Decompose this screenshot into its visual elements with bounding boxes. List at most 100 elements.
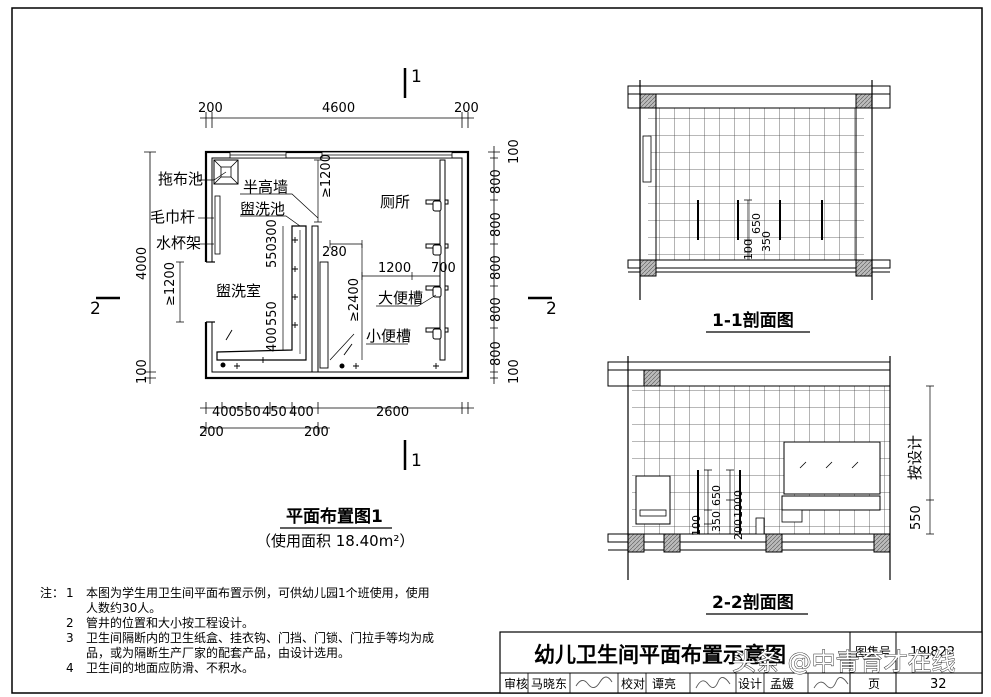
section11-dim-100: 100 xyxy=(742,239,755,260)
label-half-wall: 半高墙 xyxy=(243,178,288,196)
atlas-no: 19J822 xyxy=(910,645,955,660)
section22-dim-100: 100 xyxy=(690,515,703,536)
label-mop-sink: 拖布池 xyxy=(158,170,203,188)
dim-left-4000: 4000 xyxy=(135,247,150,280)
note-1-num: 1 xyxy=(66,586,74,600)
label-toilet-room: 厕所 xyxy=(380,193,410,211)
page-label: 页 xyxy=(868,677,880,691)
note-4-num: 4 xyxy=(66,661,74,675)
section-mark-right: 2 xyxy=(546,299,557,319)
outer-dim-lines xyxy=(144,112,500,414)
dim-right-800-2: 800 xyxy=(489,212,504,237)
section11-dim-650: 650 xyxy=(750,213,763,234)
section-2-2: 1000 650 200 350 100 按设计 550 2-2剖面图 xyxy=(607,356,934,615)
reviewer-signature xyxy=(575,676,613,688)
door-opening xyxy=(203,262,215,322)
reviewer-name: 马晓东 xyxy=(531,677,567,691)
section22-dim-1000: 1000 xyxy=(732,490,745,518)
note-1-line-1: 本图为学生用卫生间平面布置示例，可供幼儿园1个班使用，使用 xyxy=(86,585,430,600)
designer-name: 孟媛 xyxy=(770,677,794,691)
section22-dim-650: 650 xyxy=(710,485,723,506)
note-3-line-2: 品，或为隔断生产厂家的配套产品，由设计选用。 xyxy=(86,645,350,660)
section11-tiles xyxy=(648,108,864,260)
dim-2400: ≥2400 xyxy=(347,278,362,322)
section-mark-left: 2 xyxy=(90,299,101,319)
note-1-line-2: 人数约30人。 xyxy=(86,600,161,615)
checker-name: 谭亮 xyxy=(652,676,676,691)
watermark-text: 头条 @中青育才在线 xyxy=(732,648,956,676)
note-4-line-1: 卫生间的地面应防滑、不积水。 xyxy=(86,660,254,675)
dim-h1200: ≥1200 xyxy=(319,154,334,198)
plan-subtitle: （使用面积 18.40m²） xyxy=(256,532,414,550)
label-urinal-trough: 小便槽 xyxy=(366,327,411,345)
dim-700: 700 xyxy=(431,261,456,276)
dim-top-200-left: 200 xyxy=(198,101,223,116)
dim-280: 280 xyxy=(322,245,347,260)
dim-300: 300 xyxy=(265,219,280,244)
dim-1200: 1200 xyxy=(378,261,411,276)
squat-trough-partitions xyxy=(425,159,449,361)
mop-sink-fixture xyxy=(213,159,239,185)
page-no: 32 xyxy=(930,677,947,692)
title-block: 幼儿卫生间平面布置示意图 图集号 19J822 审核 马晓东 校对 谭亮 设计 … xyxy=(499,631,983,694)
review-label: 审核 xyxy=(504,676,528,691)
section22-dim-350: 350 xyxy=(710,511,723,532)
dim-bottom-400b: 400 xyxy=(289,405,314,420)
dim-400: 400 xyxy=(265,327,280,352)
dim-right-100-top: 100 xyxy=(507,139,522,164)
floor-plan: 拖布池 毛巾杆 水杯架 半高墙 盥洗池 厕所 盥洗室 大便槽 小便槽 ≥1200… xyxy=(90,67,557,550)
section11-dim-350: 350 xyxy=(760,231,773,252)
dim-left-100: 100 xyxy=(135,359,150,384)
towel-rail-fixture xyxy=(214,195,221,255)
note-2-num: 2 xyxy=(66,616,74,630)
section22-mop-sink xyxy=(635,475,671,525)
wash-basin-fixture xyxy=(216,225,307,361)
dim-right-800-1: 800 xyxy=(489,169,504,194)
title-block-title: 幼儿卫生间平面布置示意图 xyxy=(534,643,786,667)
section22-dim-200: 200 xyxy=(732,519,745,540)
dim-left-gap: ≥1200 xyxy=(163,262,178,306)
dim-right-800-3: 800 xyxy=(489,255,504,280)
dim-bottom-200-left: 200 xyxy=(199,425,224,440)
section11-floor xyxy=(627,259,891,269)
dim-bottom-550: 550 xyxy=(236,405,261,420)
section11-title: 1-1剖面图 xyxy=(712,310,794,331)
section22-dim-550: 550 xyxy=(909,505,924,530)
dim-top-4600: 4600 xyxy=(322,101,355,116)
note-3-line-1: 卫生间隔断内的卫生纸盒、挂衣钩、门挡、门锁、门拉手等均为成 xyxy=(86,630,434,645)
dim-bottom-400a: 400 xyxy=(212,405,237,420)
checker-signature xyxy=(695,677,731,689)
sheet-border xyxy=(11,7,983,694)
label-wash-basin: 盥洗池 xyxy=(240,200,285,218)
label-towel-rail: 毛巾杆 xyxy=(150,208,195,226)
dim-550a: 550 xyxy=(265,243,280,268)
note-2-line-1: 管井的位置和大小按工程设计。 xyxy=(86,615,254,630)
dim-bottom-200-mid: 200 xyxy=(304,425,329,440)
section11-partitions xyxy=(697,200,823,240)
plan-title: 平面布置图1 xyxy=(286,506,383,527)
dim-right-100-bottom: 100 xyxy=(507,359,522,384)
leader-lines xyxy=(198,171,437,361)
label-wash-room: 盥洗室 xyxy=(216,282,261,300)
dim-bottom-2600: 2600 xyxy=(376,405,409,420)
dim-right-800-5: 800 xyxy=(489,341,504,366)
section22-wash-basin xyxy=(781,495,881,511)
section-mark-top: 1 xyxy=(411,67,422,87)
dim-top-200-right: 200 xyxy=(454,101,479,116)
section-mark-bottom: 1 xyxy=(411,451,422,471)
section-mark-lines xyxy=(96,68,552,470)
note-3-num: 3 xyxy=(66,631,74,645)
urinal-trough-fixture xyxy=(319,261,329,369)
dim-right-800-4: 800 xyxy=(489,297,504,322)
dim-bottom-450: 450 xyxy=(262,405,287,420)
notes: 注： 1 本图为学生用卫生间平面布置示例，可供幼儿园1个班使用，使用 人数约30… xyxy=(40,585,434,675)
designer-signature xyxy=(813,677,849,689)
label-squat-trough: 大便槽 xyxy=(378,289,423,307)
section11-ceiling xyxy=(627,85,891,95)
dim-550b: 550 xyxy=(265,301,280,326)
atlas-label: 图集号 xyxy=(855,644,891,659)
section-1-1: 650 350 100 1-1剖面图 xyxy=(627,80,891,333)
section22-title: 2-2剖面图 xyxy=(712,592,794,613)
interior-dim-lines xyxy=(176,159,441,360)
